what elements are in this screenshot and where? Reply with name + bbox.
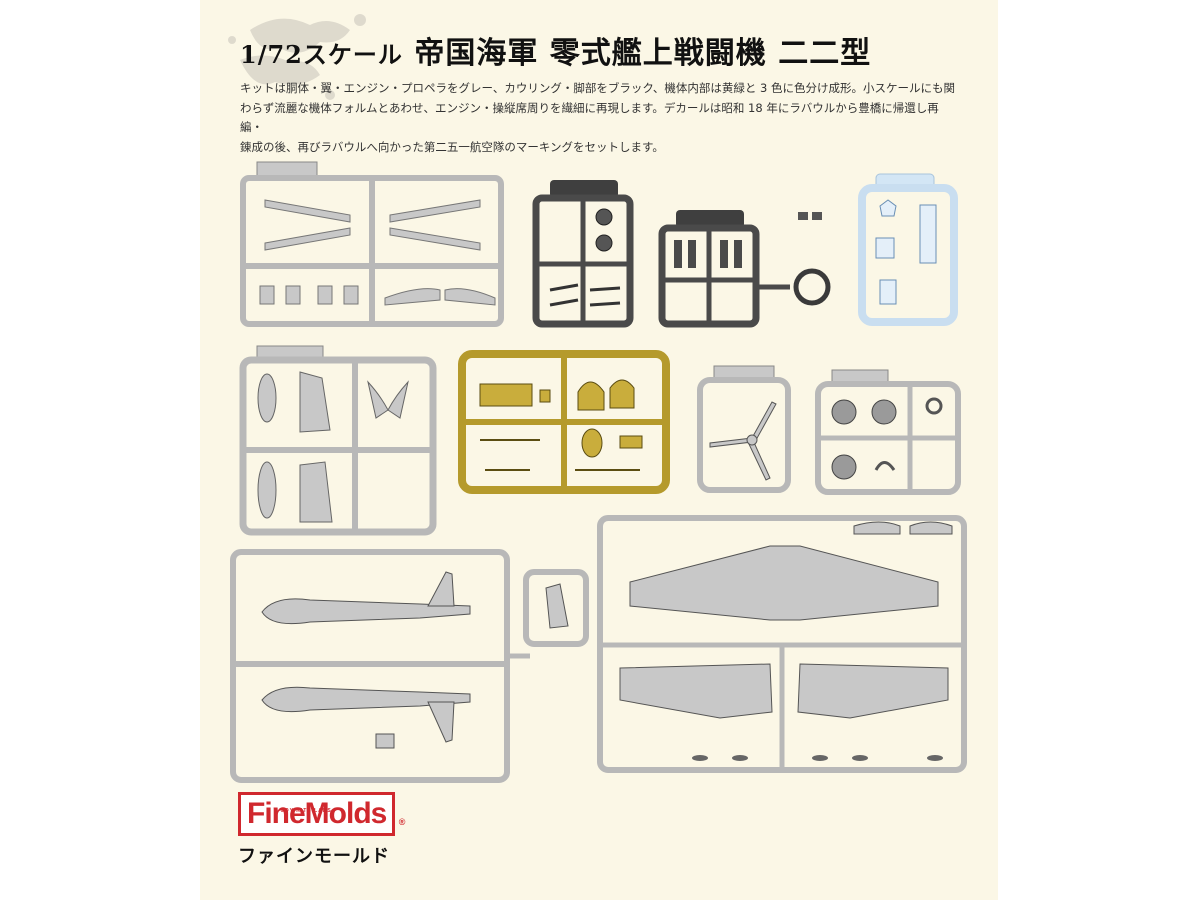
sprue-grey-tail	[523, 569, 589, 647]
registered-mark: ®	[398, 817, 406, 827]
sprue-clear-canopy	[858, 173, 958, 326]
sprue-grey-fuselage	[230, 549, 530, 783]
sprue-black-cowling	[658, 210, 831, 328]
description-line: わらず流麗な機体フォルムとあわせ、エンジン・操縦席周りを繊細に再現します。デカー…	[240, 100, 939, 135]
title-scale: 1/72スケール	[240, 40, 403, 69]
ink-splash-decoration	[228, 14, 366, 100]
logo-kana: ファインモールド	[238, 846, 390, 867]
sprue-grey-main-wing	[597, 515, 967, 773]
product-card: 1/72スケール 帝国海軍 零式艦上戦闘機 二二型 キットは胴体・翼・エンジン・…	[200, 0, 998, 900]
sprue-grey-control-surfaces	[239, 345, 437, 536]
description-line: 錬成の後、再びラバウルへ向かった第二五一航空隊のマーキングをセットします。	[240, 139, 664, 154]
description-line: キットは胴体・翼・エンジン・プロペラをグレー、カウリング・脚部をブラック、機体内…	[240, 81, 955, 95]
product-description: キットは胴体・翼・エンジン・プロペラをグレー、カウリング・脚部をブラック、機体内…	[240, 79, 960, 157]
title-main: 帝国海軍 零式艦上戦闘機 二二型	[414, 36, 872, 71]
sprue-grey-wings-small	[240, 161, 504, 327]
logo-wordmark: FineMolds	[247, 797, 387, 830]
page-title: 1/72スケール 帝国海軍 零式艦上戦闘機 二二型	[240, 28, 871, 72]
sprue-illustration	[230, 161, 967, 783]
sprue-grey-propeller	[697, 365, 791, 493]
brand-logo: JOY KITS LABS FineMolds ® ファインモールド	[238, 792, 405, 867]
sprue-olive-cockpit	[458, 350, 670, 494]
sprue-grey-engine	[815, 369, 961, 495]
logo-tagline: JOY KITS LABS	[281, 808, 332, 814]
logo-mark: JOY KITS LABS FineMolds ®	[238, 792, 405, 836]
sprue-black-gear	[532, 180, 634, 328]
